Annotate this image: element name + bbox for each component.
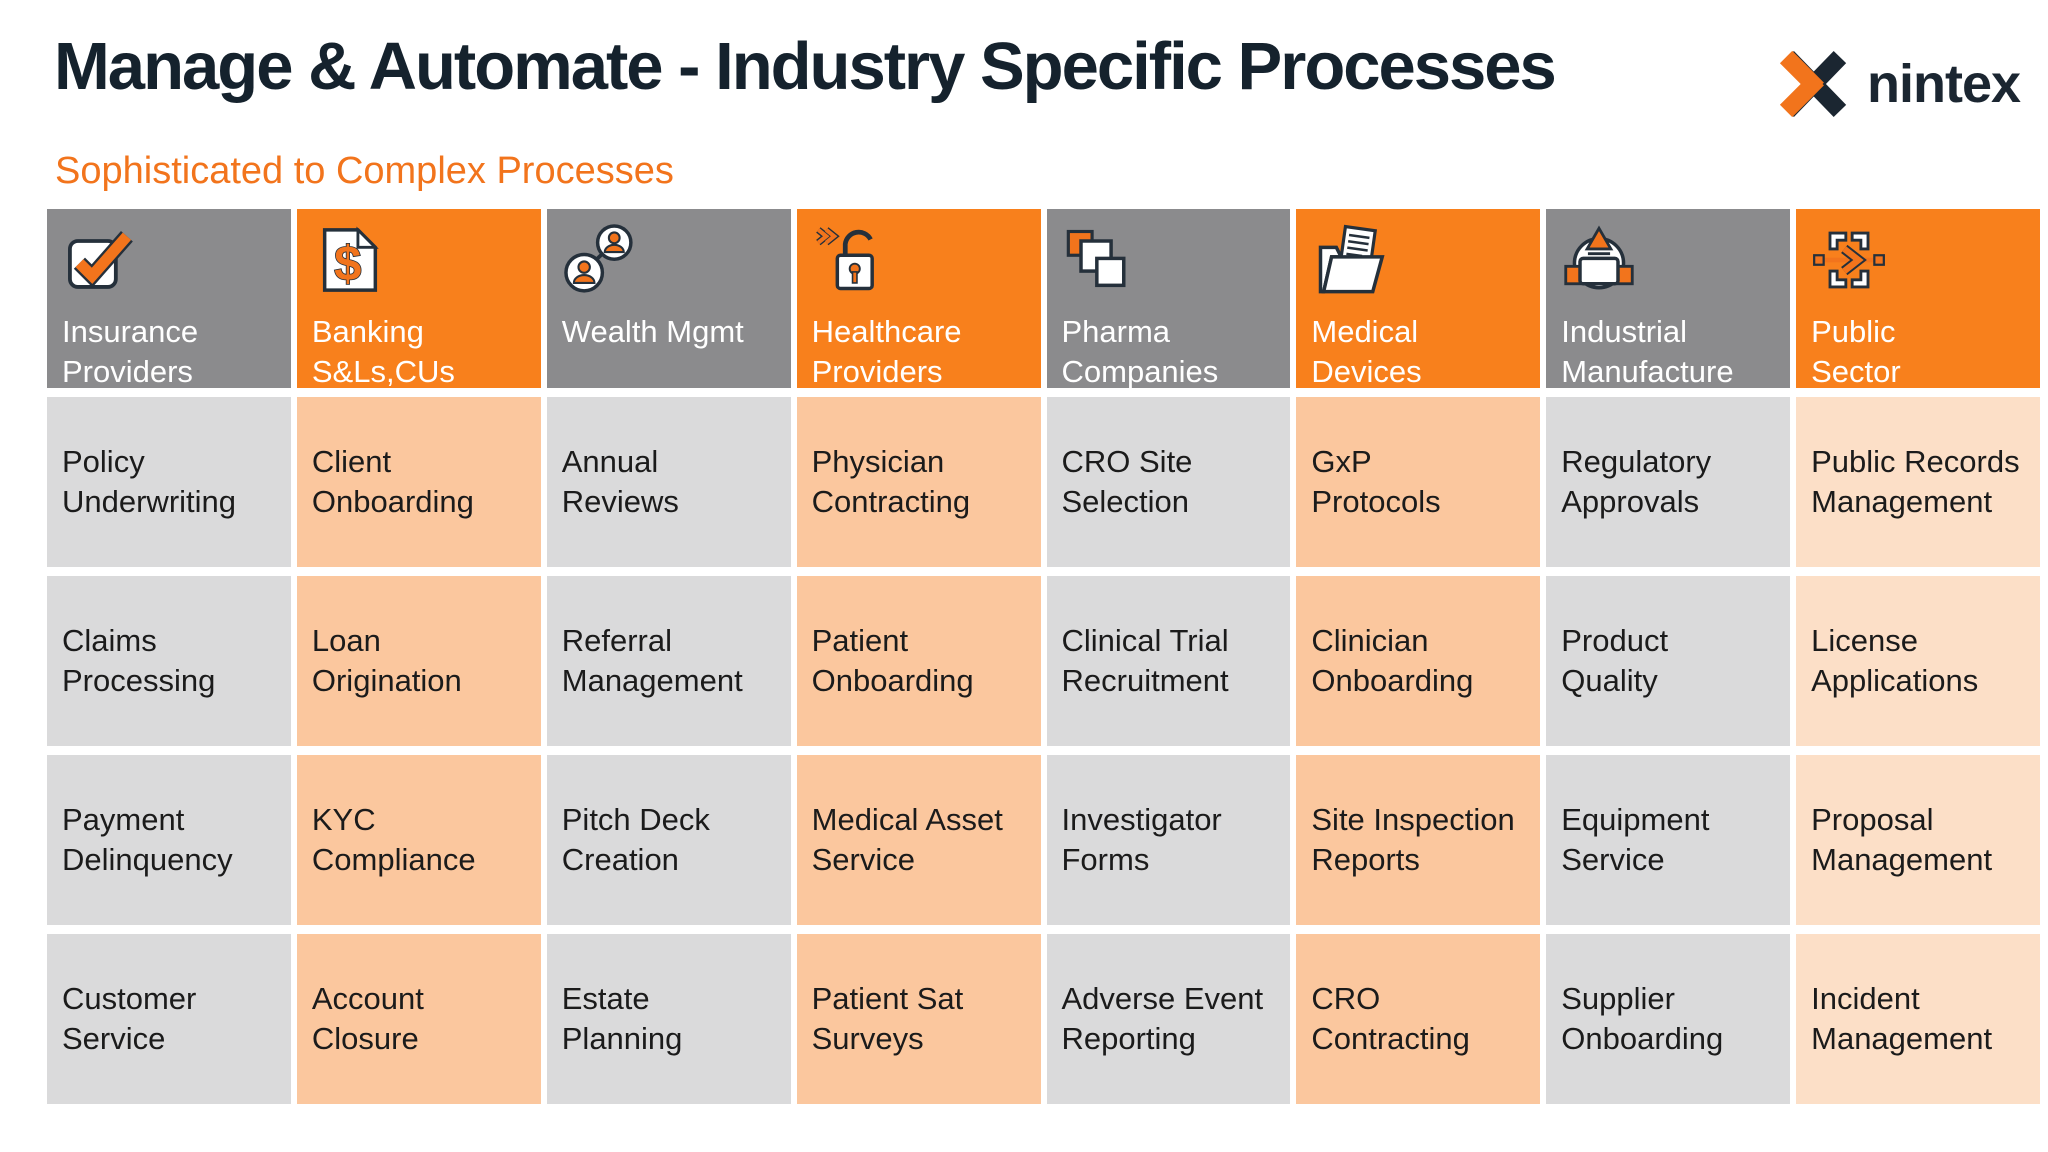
process-cell: Physician Contracting — [796, 397, 1041, 567]
process-cell: Patient Sat Surveys — [796, 934, 1041, 1104]
industry-column-public-sector: Public Sector Public Records Management … — [1796, 209, 2040, 1104]
open-padlock-icon — [815, 227, 874, 291]
process-cell: Payment Delinquency — [47, 755, 291, 925]
process-cell: Equipment Service — [1546, 755, 1791, 925]
process-cell: CRO Contracting — [1296, 934, 1541, 1104]
process-cell: Loan Origination — [296, 576, 541, 746]
process-cell: Clinical Trial Recruitment — [1046, 576, 1291, 746]
process-cell: License Applications — [1796, 576, 2040, 746]
industry-column-banking: $ Banking S&Ls,CUs Client Onboarding Loa… — [296, 209, 541, 1104]
page-subtitle: Sophisticated to Complex Processes — [55, 150, 674, 192]
nintex-logo-text: nintex — [1867, 54, 2021, 114]
column-header-label: Banking S&Ls,CUs — [311, 314, 455, 390]
process-cell: Medical Asset Service — [796, 755, 1041, 925]
industry-process-matrix: Insurance Providers Policy Underwriting … — [47, 209, 2040, 1104]
column-header-label: Pharma Companies — [1061, 314, 1219, 390]
process-flow-icon — [1813, 231, 1886, 289]
process-cell: Pitch Deck Creation — [546, 755, 791, 925]
process-cell: Site Inspection Reports — [1296, 755, 1541, 925]
column-header-public-sector: Public Sector — [1796, 209, 2040, 389]
column-header-insurance-providers: Insurance Providers — [47, 209, 291, 389]
column-header-industrial: Industrial Manufacture — [1546, 209, 1791, 389]
industry-column-wealth: Wealth Mgmt Annual Reviews Referral Mana… — [546, 209, 791, 1104]
checkbox-icon — [68, 231, 133, 289]
process-cell: Supplier Onboarding — [1546, 934, 1791, 1104]
column-header-medical-devices: Medical Devices — [1296, 209, 1541, 389]
overlapping-squares-icon — [1066, 229, 1125, 288]
people-network-icon — [563, 224, 633, 293]
process-cell: Patient Onboarding — [796, 576, 1041, 746]
machine-icon — [1564, 225, 1634, 290]
dollar-document-icon: $ — [322, 226, 379, 292]
process-cell: Regulatory Approvals — [1546, 397, 1791, 567]
process-cell: Public Records Management — [1796, 397, 2040, 567]
svg-text:$: $ — [334, 238, 361, 292]
process-cell: Policy Underwriting — [47, 397, 291, 567]
industry-column-medical-devices: Medical Devices GxP Protocols Clinician … — [1296, 209, 1541, 1104]
process-cell: Estate Planning — [546, 934, 791, 1104]
process-cell: KYC Compliance — [296, 755, 541, 925]
process-cell: Referral Management — [546, 576, 791, 746]
column-header-label: Medical Devices — [1311, 314, 1422, 390]
industry-column-healthcare: Healthcare Providers Physician Contracti… — [796, 209, 1041, 1104]
process-cell: Adverse Event Reporting — [1046, 934, 1291, 1104]
process-cell: GxP Protocols — [1296, 397, 1541, 567]
process-cell: Proposal Management — [1796, 755, 2040, 925]
column-header-label: Insurance Providers — [62, 314, 199, 390]
process-cell: Customer Service — [47, 934, 291, 1104]
industry-column-pharma: Pharma Companies CRO Site Selection Clin… — [1046, 209, 1291, 1104]
process-cell: CRO Site Selection — [1046, 397, 1291, 567]
column-header-banking: $ Banking S&Ls,CUs — [296, 209, 541, 389]
column-header-label: Wealth Mgmt — [561, 314, 744, 349]
process-cell: Investigator Forms — [1046, 755, 1291, 925]
column-header-pharma: Pharma Companies — [1046, 209, 1291, 389]
industry-column-insurance: Insurance Providers Policy Underwriting … — [47, 209, 291, 1104]
column-header-label: Healthcare Providers — [811, 314, 962, 390]
nintex-x-icon — [1779, 50, 1847, 118]
industry-column-industrial: Industrial Manufacture Regulatory Approv… — [1546, 209, 1791, 1104]
process-cell: Client Onboarding — [296, 397, 541, 567]
page-title: Manage & Automate - Industry Specific Pr… — [54, 29, 1557, 104]
process-cell: Claims Processing — [47, 576, 291, 746]
process-cell: Product Quality — [1546, 576, 1791, 746]
nintex-logo: nintex — [1775, 46, 2021, 122]
process-cell: Annual Reviews — [546, 397, 791, 567]
process-cell: Clinician Onboarding — [1296, 576, 1541, 746]
column-header-healthcare: Healthcare Providers — [796, 209, 1041, 389]
column-header-wealth-mgmt: Wealth Mgmt — [546, 209, 791, 388]
process-cell: Account Closure — [296, 934, 541, 1104]
folder-document-icon — [1319, 224, 1385, 294]
column-header-label: Industrial Manufacture — [1561, 314, 1734, 390]
process-cell: Incident Management — [1796, 934, 2040, 1104]
column-header-label: Public Sector — [1811, 314, 1901, 390]
